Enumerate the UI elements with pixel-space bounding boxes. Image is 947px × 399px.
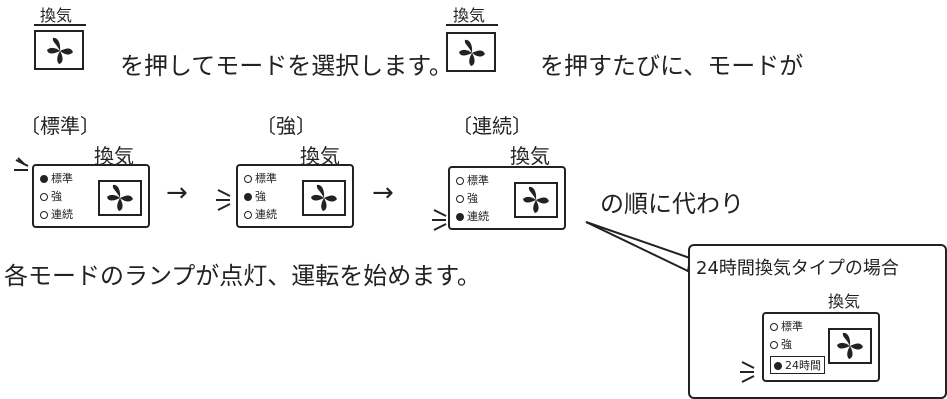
lamp-row: 強 [40,188,62,204]
mode-continuous-label: 〔連続〕 [452,114,532,138]
lamp-label: 連続 [467,210,489,223]
fan-icon [47,37,73,64]
lamp-row: 連続 [40,206,73,222]
button2-title: 換気 [453,6,486,25]
arrow-right-icon: → [372,178,394,208]
lamp-indicator-icon [40,211,48,219]
fan-icon [459,39,485,66]
lamp-row-24h: 24時間 [770,356,825,374]
lamp-label: 標準 [467,174,489,187]
lamp-indicator-icon [774,362,782,370]
fan-icon [837,332,863,359]
instruction-text-1: を押してモードを選択します。 [120,52,453,80]
light-rays-icon [14,157,29,171]
lamp-indicator-icon [244,175,252,183]
lamp-indicator-icon [244,193,252,201]
lamp-indicator-icon [456,213,464,221]
lamp-label: 標準 [781,320,803,333]
mode-standard-panel: 標準 強 連続 [32,164,150,228]
lamp-row: 強 [456,190,478,206]
lamp-label: 標準 [255,172,277,185]
lamp-row: 標準 [456,172,489,188]
button1-overline [34,24,86,26]
bottom-instruction-text: 各モードのランプが点灯、運転を始めます。 [4,262,481,290]
lamp-label: 24時間 [785,359,821,372]
lamp-row: 標準 [40,170,73,186]
fan-icon [523,186,549,213]
lamp-row: 強 [244,188,266,204]
button1-title: 換気 [40,6,73,25]
mode-strong-label: 〔強〕 [256,114,316,138]
lamp-label: 標準 [51,172,73,185]
24h-callout: 24時間換気タイプの場合 換気 標準 強 24時間 [688,244,947,399]
fan-button[interactable] [98,180,142,216]
light-rays-icon [216,189,231,211]
callout-pointer [585,221,692,273]
lamp-label: 強 [781,338,792,351]
lamp-label: 連続 [51,208,73,221]
order-text: の順に代わり [600,190,744,218]
ventilation-button-2[interactable] [446,32,496,72]
lamp-row: 標準 [770,318,803,334]
lamp-row: 連続 [456,208,489,224]
lamp-row: 連続 [244,206,277,222]
button2-overline [446,24,498,26]
mode-standard-label: 〔標準〕 [20,114,100,138]
fan-icon [107,184,133,211]
lamp-label: 連続 [255,208,277,221]
fan-button[interactable] [514,182,558,218]
lamp-row: 強 [770,336,792,352]
light-rays-icon [740,361,755,383]
fan-icon [311,184,337,211]
fan-button[interactable] [302,180,346,216]
lamp-indicator-icon [456,195,464,203]
lamp-indicator-icon [40,193,48,201]
callout-title: 24時間換気タイプの場合 [696,258,899,279]
fan-button[interactable] [828,328,872,364]
ventilation-button-1[interactable] [34,30,84,70]
lamp-indicator-icon [40,175,48,183]
lamp-indicator-icon [244,211,252,219]
lamp-label: 強 [467,192,478,205]
callout-panel: 標準 強 24時間 [762,312,880,382]
arrow-right-icon: → [166,178,188,208]
mode-continuous-panel-title: 換気 [510,144,550,168]
lamp-indicator-icon [770,323,778,331]
light-rays-icon [432,209,447,231]
lamp-row: 標準 [244,170,277,186]
mode-continuous-panel: 標準 強 連続 [448,166,566,230]
callout-panel-title: 換気 [828,292,861,311]
lamp-label: 強 [255,190,266,203]
lamp-label: 強 [51,190,62,203]
lamp-indicator-icon [456,177,464,185]
mode-strong-panel: 標準 強 連続 [236,164,354,228]
instruction-text-2: を押すたびに、モードが [540,52,804,80]
lamp-indicator-icon [770,341,778,349]
